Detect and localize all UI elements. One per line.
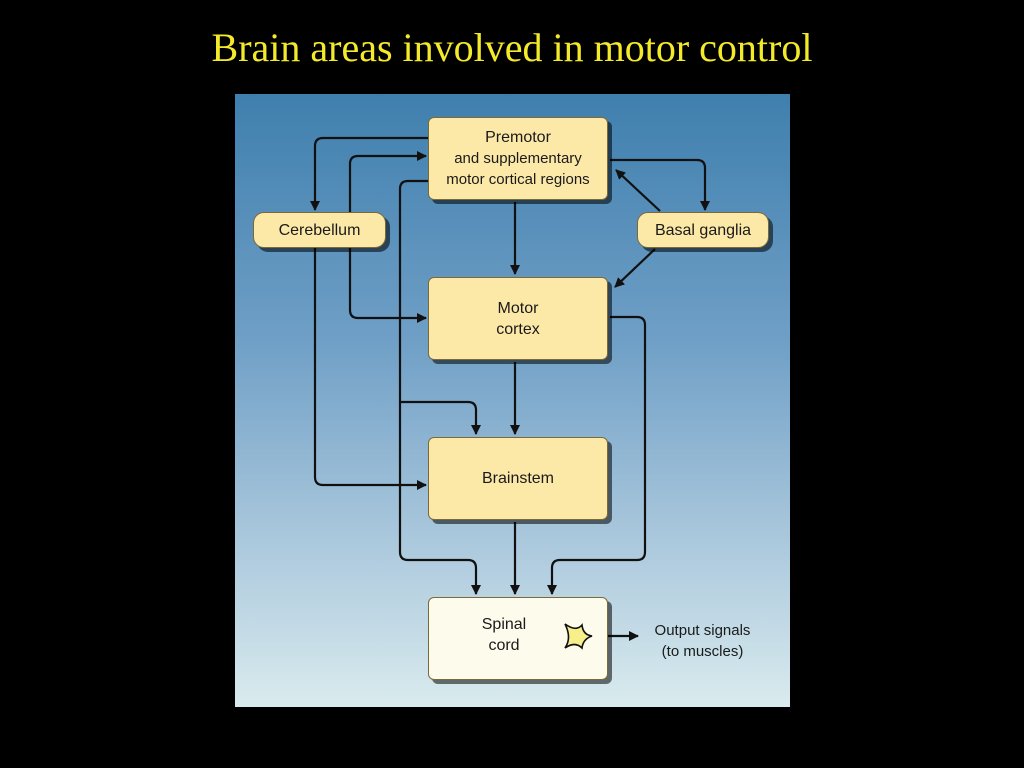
premotor-label: Premotor — [485, 129, 551, 146]
basal-ganglia-box: Basal ganglia — [637, 212, 769, 248]
output-signals-line-1: Output signals — [654, 622, 751, 639]
premotor-box: Premotor and supplementary motor cortica… — [428, 117, 608, 200]
arrow-premotor-bypass-to-brainstem — [400, 400, 481, 435]
arrow-motor-cortex-to-spinal — [547, 315, 647, 595]
neuron-icon — [564, 623, 593, 650]
arrow-cerebellum-to-premotor — [348, 151, 427, 248]
brainstem-label: Brainstem — [481, 470, 555, 487]
arrow-premotor-bypass-to-spinal — [398, 179, 481, 595]
premotor-label-3: motor cortical regions — [446, 171, 590, 188]
arrow-premotor-to-basal-ganglia — [610, 158, 710, 211]
spinal-cord-label-2: cord — [488, 637, 520, 654]
spinal-cord-label-1: Spinal — [481, 616, 527, 633]
cerebellum-box: Cerebellum — [253, 212, 386, 248]
output-signals-line-2: (to muscles) — [661, 643, 744, 660]
slide-title: Brain areas involved in motor control — [211, 25, 813, 70]
motor-cortex-label-2: cortex — [496, 320, 540, 338]
motor-cortex-label: Motor — [497, 299, 539, 317]
arrow-cerebellum-to-brainstem — [313, 248, 427, 490]
basal-ganglia-label: Basal ganglia — [654, 221, 752, 239]
arrow-premotor-to-cerebellum — [310, 136, 428, 211]
arrow-basal-ganglia-to-motor-cortex — [614, 248, 656, 288]
cerebellum-label: Cerebellum — [278, 221, 361, 239]
arrow-basal-ganglia-to-premotor — [615, 169, 661, 212]
output-signals-label: Output signals (to muscles) — [640, 620, 765, 662]
motor-cortex-box: Motor cortex — [428, 277, 608, 360]
arrow-cerebellum-to-motor-cortex — [348, 248, 427, 323]
spinal-cord-label: Spinal cord — [469, 614, 539, 656]
neuron-layer — [564, 623, 593, 650]
brainstem-box: Brainstem — [428, 437, 608, 520]
premotor-label-2: and supplementary — [454, 150, 582, 167]
diagram-panel: Premotor and supplementary motor cortica… — [235, 94, 790, 707]
